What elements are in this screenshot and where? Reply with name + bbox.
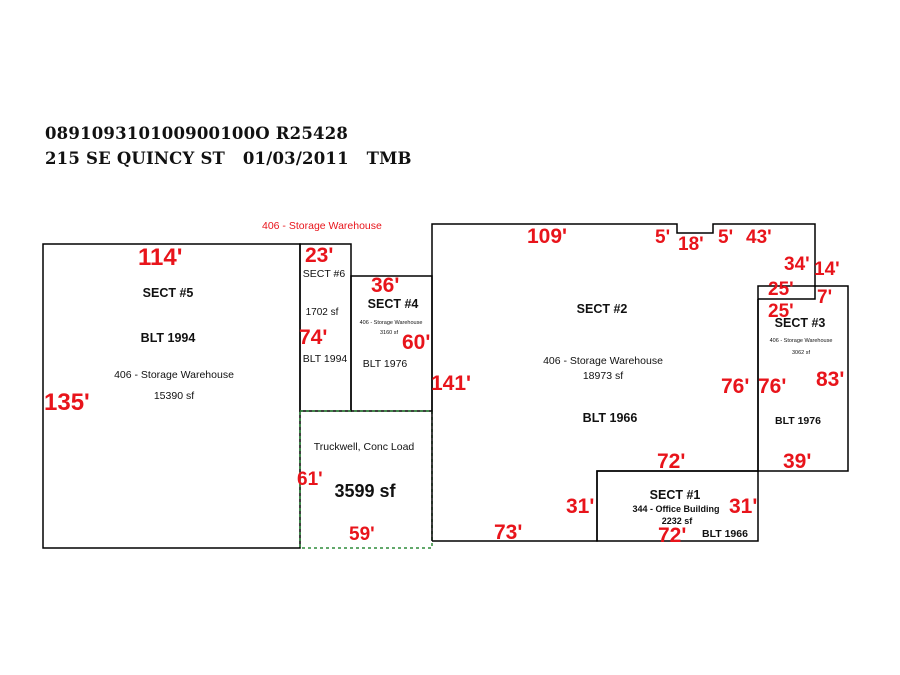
dim-s2-bottom: 73' (494, 521, 522, 544)
sect4-built: BLT 1976 (363, 358, 408, 370)
sect3-area: 3062 sf (792, 350, 811, 356)
sect3-title: SECT #3 (775, 316, 826, 330)
sect5-title: SECT #5 (143, 286, 194, 300)
sect5-use: 406 - Storage Warehouse (114, 369, 234, 381)
sect2-title: SECT #2 (577, 302, 628, 316)
dim-s2-left: 141' (431, 372, 471, 395)
sect6-title: SECT #6 (303, 268, 346, 280)
sect6-area: 1702 sf (306, 307, 339, 318)
dim-s1-bottom: 72' (658, 524, 686, 547)
dim-notch-c: 5' (718, 227, 733, 248)
dim-notch-a: 5' (655, 227, 670, 248)
dim-s6-left: 74' (299, 326, 327, 349)
dim-s3-a: 25' (768, 279, 794, 300)
sect1-outline (596, 470, 759, 542)
dim-s4-right: 60' (402, 331, 430, 354)
dim-s3-bottom: 39' (783, 450, 811, 473)
sect3-use: 406 - Storage Warehouse (770, 338, 833, 344)
dim-s3-left-b: 76' (758, 375, 786, 398)
sect4-use: 406 - Storage Warehouse (360, 320, 423, 326)
dim-s3-right: 83' (816, 368, 844, 391)
dim-s3-left-a: 76' (721, 375, 749, 398)
sect6-built: BLT 1994 (303, 353, 348, 365)
sect3-built: BLT 1976 (775, 415, 821, 427)
sect4-title: SECT #4 (368, 297, 419, 311)
address-date-line: 215 SE QUINCY ST 01/03/2011 TMB (45, 149, 412, 168)
sect5-area: 15390 sf (154, 390, 194, 402)
dim-s4-top: 36' (371, 274, 399, 297)
truckwell-outline (299, 410, 433, 549)
sect1-area: 2232 sf (662, 516, 694, 526)
sect1-title: SECT #1 (650, 488, 701, 502)
sect5-built: BLT 1994 (141, 331, 196, 345)
dim-s1-top: 72' (657, 450, 685, 473)
dim-s6-top: 23' (305, 244, 333, 267)
sect1-built: BLT 1966 (702, 528, 748, 540)
dim-step-v: 34' (784, 254, 810, 275)
parcel-id-line: 089109310100900100O R25428 (45, 124, 349, 143)
dim-top-right: 43' (746, 227, 772, 248)
dim-s1-right: 31' (729, 495, 757, 518)
dim-truckwell-left: 61' (297, 469, 323, 490)
dim-truckwell-bottom: 59' (349, 524, 375, 545)
top-use-label: 406 - Storage Warehouse (262, 220, 382, 232)
dim-s1-left: 31' (566, 495, 594, 518)
dim-s3-c: 7' (817, 287, 832, 308)
dim-step-h: 14' (814, 259, 840, 280)
sect2-built: BLT 1966 (583, 411, 638, 425)
sect4-area: 3160 sf (380, 330, 399, 336)
dim-s2-top: 109' (527, 225, 567, 248)
sect1-use: 344 - Office Building (632, 504, 719, 514)
truckwell-title: Truckwell, Conc Load (314, 441, 415, 453)
sect2-area: 18973 sf (583, 370, 623, 382)
dim-notch-b: 18' (678, 234, 704, 255)
dim-s5-left: 135' (44, 389, 90, 416)
sect2-use: 406 - Storage Warehouse (543, 355, 663, 367)
dim-s3-b: 25' (768, 301, 794, 322)
truckwell-area: 3599 sf (334, 481, 396, 501)
dim-s5-top: 114' (138, 244, 182, 271)
